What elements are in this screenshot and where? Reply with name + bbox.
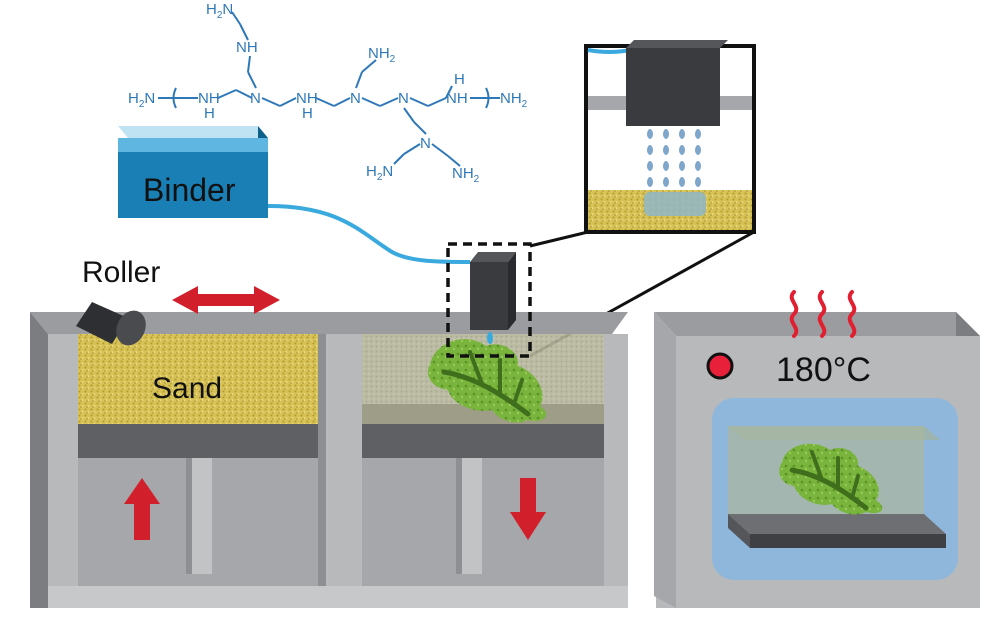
secondary-amine-4: NH [446, 90, 468, 107]
amine-end-bottom-right: NH2 [452, 165, 480, 185]
hydrogen-1: H [204, 105, 215, 122]
tertiary-amine-2: N [350, 90, 361, 107]
amine-end-mid: NH2 [368, 45, 396, 65]
up-arrow-icon [124, 478, 160, 540]
pei-molecule [158, 11, 500, 167]
droplet-grid [647, 129, 701, 187]
binder-label: Binder [143, 172, 236, 208]
printer-machine: Sand [30, 312, 628, 608]
amine-end-bottom-left: H2N [366, 163, 393, 183]
zoom-region-box [446, 242, 532, 358]
callout-line-top [529, 230, 589, 248]
down-arrow-icon [510, 478, 546, 540]
pei-labels: H2N NH H N NH H2N NH H N NH2 N N H2N NH2… [128, 1, 528, 185]
secondary-amine-3: NH [296, 90, 318, 107]
indicator-light-icon [706, 352, 734, 380]
temperature-label: 180°C [776, 351, 871, 389]
binder-tank: Binder [118, 126, 268, 218]
amine-end-right: NH2 [500, 90, 528, 110]
hydrogen-2: H [302, 105, 313, 122]
roller-label: Roller [82, 256, 160, 289]
sand-label: Sand [152, 372, 222, 405]
amine-end-left: H2N [128, 90, 155, 110]
printed-part [428, 339, 547, 423]
secondary-amine-2: NH [236, 39, 258, 56]
droplet-icon [487, 332, 493, 344]
secondary-amine-1: NH [198, 90, 220, 107]
tertiary-amine-4: N [420, 135, 431, 152]
roller [76, 302, 146, 346]
binder-feed-line [267, 204, 471, 264]
sand-bed [78, 334, 318, 424]
heat-wave-icon [789, 290, 857, 338]
tertiary-amine-3: N [398, 90, 409, 107]
amine-end-top: H2N [206, 1, 233, 21]
double-arrow-icon [172, 286, 280, 314]
curing-oven [654, 312, 980, 608]
printhead-zoom-inset [584, 40, 756, 234]
print-head [470, 252, 516, 330]
hydrogen-3: H [454, 71, 465, 88]
tertiary-amine-1: N [250, 90, 261, 107]
